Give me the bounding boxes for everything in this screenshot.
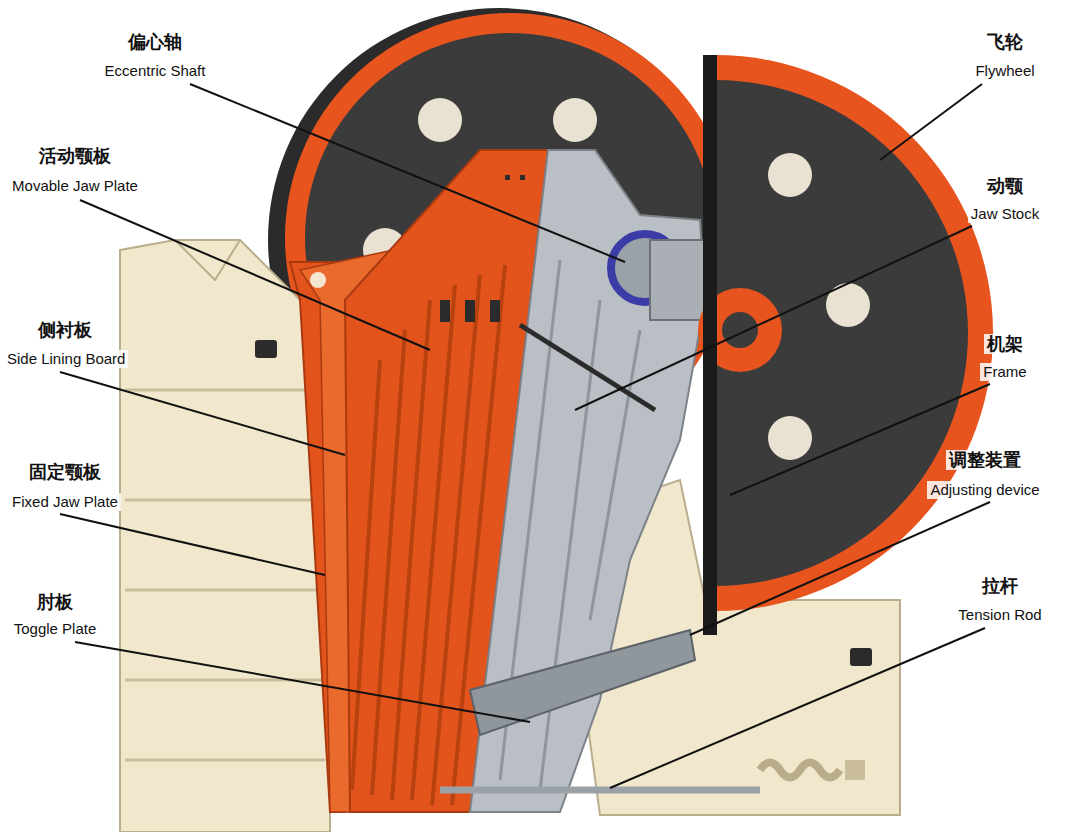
null: [412, 285, 455, 800]
leader-line: [190, 84, 625, 262]
part-label: 飞轮: [984, 32, 1026, 53]
null: [125, 589, 325, 592]
null: [440, 300, 450, 322]
leader-line: [610, 628, 985, 788]
jaw-stock: [520, 325, 655, 410]
null: [125, 499, 325, 502]
null: [392, 300, 430, 800]
back-flywheel: [418, 98, 462, 142]
frame: [255, 340, 277, 358]
null: [490, 300, 500, 322]
null: [520, 175, 525, 180]
null: [540, 300, 600, 790]
part-label: 拉杆: [979, 576, 1021, 597]
part-label: 机架: [984, 334, 1026, 355]
part-label: 调整装置: [946, 450, 1024, 471]
null: [125, 759, 325, 762]
null: [465, 300, 475, 322]
part-label: Tension Rod: [955, 606, 1044, 623]
part-label: Eccentric Shaft: [102, 62, 209, 79]
leader-line: [75, 642, 530, 722]
part-label: Movable Jaw Plate: [9, 177, 141, 194]
part-label: 动颚: [984, 176, 1026, 197]
part-label: 偏心轴: [125, 32, 185, 53]
front-flywheel: [715, 80, 968, 586]
null: [505, 175, 510, 180]
back-flywheel: [553, 98, 597, 142]
null: [125, 390, 325, 760]
part-label: 侧衬板: [35, 320, 95, 341]
part-label: Flywheel: [972, 62, 1037, 79]
part-label: Fixed Jaw Plate: [9, 493, 121, 510]
part-label: Toggle Plate: [11, 620, 100, 637]
part-label: Jaw Stock: [968, 205, 1042, 222]
tension-rod: [440, 760, 865, 790]
leader-line: [690, 502, 990, 635]
fixed-jaw-plate: [310, 272, 326, 288]
leader-line: [880, 84, 982, 160]
frame: [175, 240, 240, 280]
toggle-plate: [470, 630, 695, 735]
front-flywheel: [698, 55, 993, 635]
front-flywheel: [722, 312, 758, 348]
null: [372, 330, 405, 795]
part-label: Frame: [980, 363, 1029, 380]
leader-line: [60, 372, 345, 455]
leader-line: [730, 384, 990, 495]
leader-line: [575, 226, 972, 410]
tension-rod: [845, 760, 865, 780]
toggle-plate: [470, 630, 695, 735]
null: [125, 389, 325, 392]
frame: [850, 648, 872, 666]
part-label: 活动颚板: [36, 146, 114, 167]
leader-line: [80, 200, 430, 350]
null: [432, 275, 480, 805]
null: [440, 175, 525, 322]
front-flywheel: [715, 55, 993, 611]
leader-line: [60, 84, 990, 788]
part-label: 肘板: [34, 592, 76, 613]
part-label: 固定颚板: [26, 462, 104, 483]
tension-rod: [760, 763, 840, 778]
front-flywheel: [768, 153, 812, 197]
leader-line: [60, 514, 325, 575]
tension-rod: [440, 787, 760, 794]
front-flywheel: [768, 416, 812, 460]
part-label: Side Lining Board: [4, 350, 128, 367]
part-label: Adjusting device: [927, 481, 1042, 498]
